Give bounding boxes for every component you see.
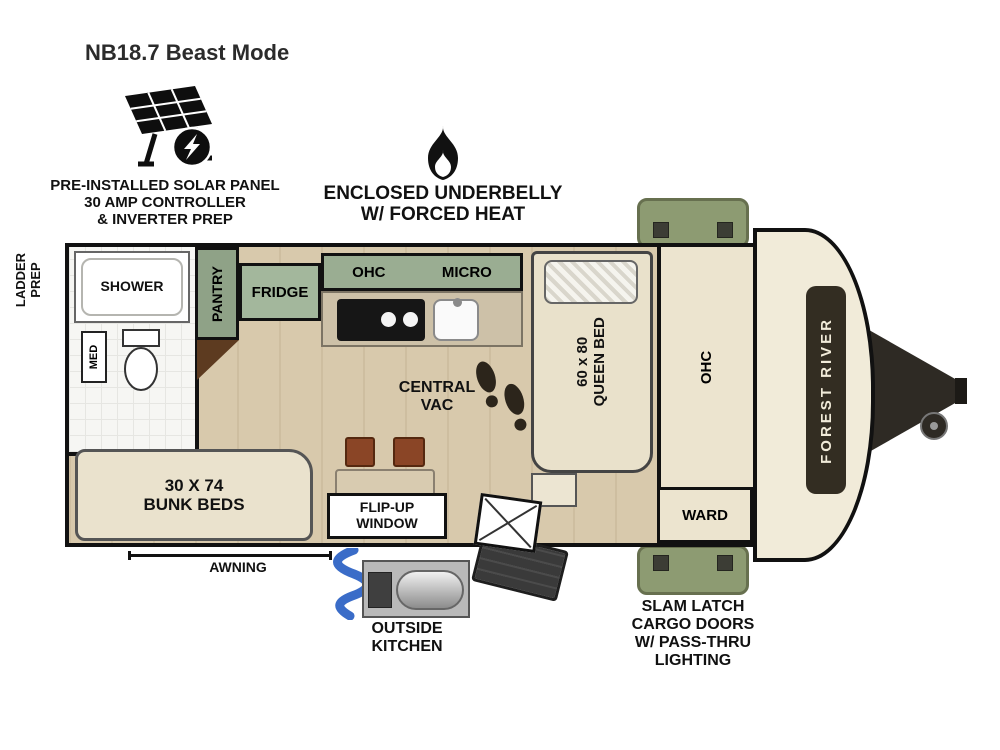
cargo-latch-icon: [653, 222, 669, 238]
cargo-latch-icon: [717, 555, 733, 571]
brand-badge: FOREST RIVER: [806, 286, 846, 494]
micro-label: MICRO: [441, 263, 492, 281]
solar-callout: PRE-INSTALLED SOLAR PANEL 30 AMP CONTROL…: [50, 177, 280, 228]
water-tank-icon: [396, 570, 464, 610]
corner-shelf: [197, 340, 239, 380]
bathroom: SHOWER MED: [69, 247, 199, 456]
queen-bed: 60 x 80 QUEEN BED: [531, 251, 653, 473]
pillow: [544, 260, 638, 304]
queen-bed-label: 60 x 80 QUEEN BED: [574, 317, 608, 407]
pantry-label: PANTRY: [209, 265, 225, 322]
toilet-icon: [122, 329, 160, 391]
burner-icon: [381, 312, 396, 327]
outside-kitchen-label: OUTSIDE KITCHEN: [371, 620, 443, 655]
bunk-beds-label: 30 X 74 BUNK BEDS: [143, 475, 245, 514]
flip-up-window-label: FLIP-UP WINDOW: [356, 499, 418, 531]
kitchen-counter: [321, 291, 523, 347]
front-overhead-cabinet: OHC: [657, 247, 753, 487]
wardrobe: WARD: [657, 487, 753, 543]
brand-badge-label: FOREST RIVER: [817, 316, 835, 464]
outside-kitchen-burner: [368, 572, 392, 608]
ward-label: WARD: [682, 506, 728, 524]
cargo-doors-label: SLAM LATCH CARGO DOORS W/ PASS-THRU LIGH…: [631, 598, 755, 669]
awning-label: AWNING: [209, 559, 267, 575]
med-label: MED: [88, 344, 101, 370]
underbelly-callout: ENCLOSED UNDERBELLY W/ FORCED HEAT: [323, 183, 563, 226]
bunk-beds: 30 X 74 BUNK BEDS: [75, 449, 313, 541]
flip-up-window: FLIP-UP WINDOW: [327, 493, 447, 539]
entry-door-panel: [473, 492, 543, 554]
kitchen-overhead-cabinet: OHC MICRO: [321, 253, 523, 291]
ohc-kitchen-label: OHC: [352, 263, 386, 281]
solar-panel-icon: [125, 86, 213, 168]
dinette-chair: [345, 437, 375, 467]
shower-label: SHOWER: [100, 278, 164, 295]
hitch-icon: [862, 326, 967, 456]
cargo-latch-icon: [717, 222, 733, 238]
ohc-front-label: OHC: [698, 350, 716, 384]
pantry-cabinet: PANTRY: [195, 247, 239, 340]
shower-pan: [81, 258, 183, 316]
plan-title: NB18.7 Beast Mode: [85, 40, 290, 65]
faucet-icon: [453, 298, 462, 307]
cargo-latch-icon: [653, 555, 669, 571]
sink: [433, 298, 479, 341]
flame-icon: [428, 126, 458, 180]
fridge: FRIDGE: [239, 263, 321, 321]
dinette-chair: [393, 437, 425, 467]
med-cabinet: MED: [81, 331, 107, 383]
shower-stall: SHOWER: [74, 251, 190, 323]
fridge-label: FRIDGE: [251, 283, 309, 301]
awning-line: [128, 551, 332, 560]
cargo-door-top: [637, 198, 749, 248]
cargo-door-bottom: [637, 545, 749, 595]
ladder-prep-callout: LADDER PREP: [13, 252, 43, 308]
cooktop: [337, 299, 425, 341]
central-vac-label: CENTRAL VAC: [398, 379, 476, 414]
burner-icon: [403, 312, 418, 327]
trailer-body: SHOWER MED PANTRY FRIDGE OHC MICRO: [65, 243, 757, 554]
footprints-icon: [476, 361, 527, 431]
outside-kitchen-unit: [362, 560, 470, 618]
